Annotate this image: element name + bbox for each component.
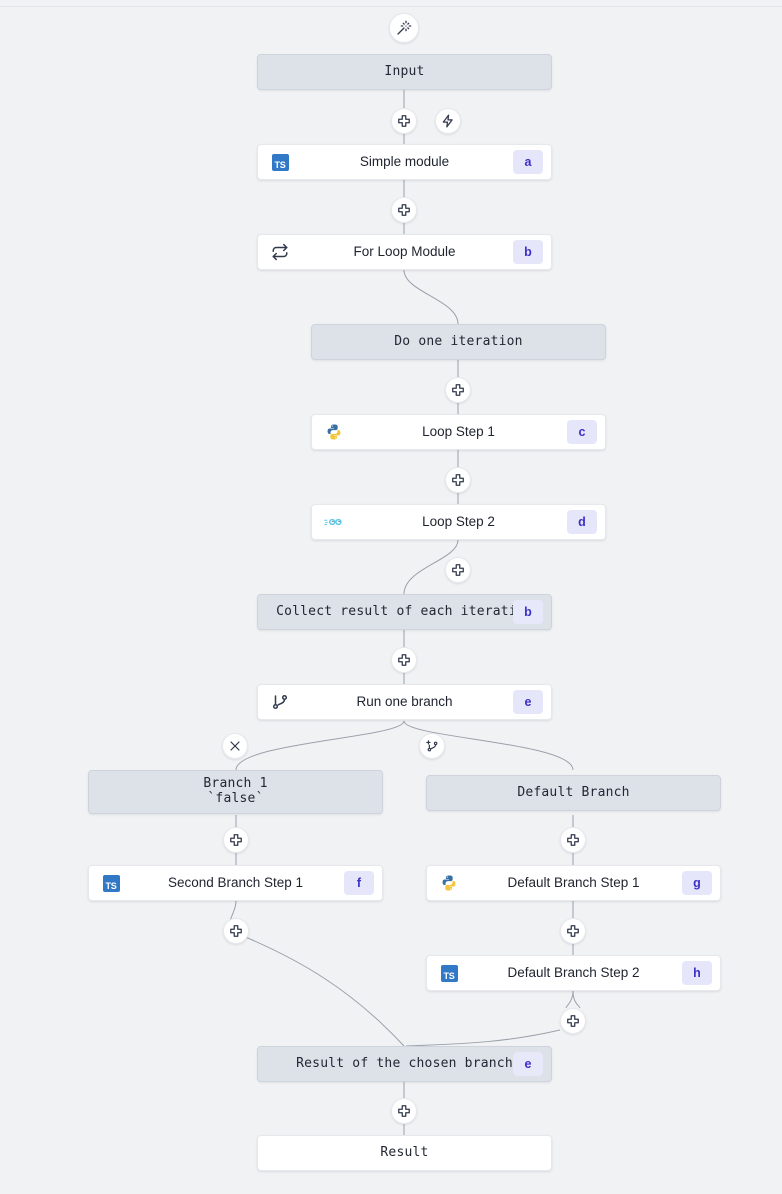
plus-icon: [230, 925, 242, 937]
add-step-button-after-do-one-iteration[interactable]: [445, 377, 471, 403]
magic-wand-button[interactable]: [389, 13, 419, 43]
node-default-branch-label: Default Branch: [517, 784, 630, 800]
plus-icon: [398, 115, 410, 127]
python-icon: [439, 873, 459, 893]
node-run-one-branch[interactable]: Run one branch e: [257, 684, 552, 720]
node-collect-result[interactable]: Collect result of each iteration b: [257, 594, 552, 630]
node-run-one-branch-label: Run one branch: [356, 694, 453, 710]
node-simple-module[interactable]: TS Simple module a: [257, 144, 552, 180]
delete-branch-button[interactable]: [222, 733, 248, 759]
plus-icon: [452, 564, 464, 576]
add-step-button-after-input[interactable]: [391, 108, 417, 134]
add-branch-button[interactable]: [419, 733, 445, 759]
node-default-branch-step-1-label: Default Branch Step 1: [507, 875, 640, 891]
typescript-icon: TS: [439, 963, 459, 983]
node-default-branch-step-2-label: Default Branch Step 2: [507, 965, 640, 981]
node-result-of-chosen-branch[interactable]: Result of the chosen branch e: [257, 1046, 552, 1082]
node-result-of-chosen-branch-label: Result of the chosen branch: [296, 1055, 513, 1071]
add-step-button-after-collect-result[interactable]: [391, 647, 417, 673]
node-input[interactable]: Input: [257, 54, 552, 90]
node-collect-result-badge: b: [513, 600, 543, 624]
plus-icon: [230, 834, 242, 846]
node-default-branch[interactable]: Default Branch: [426, 775, 721, 811]
node-branch-1-label: Branch 1 `false`: [203, 776, 268, 806]
zap-icon: [442, 114, 453, 128]
node-result[interactable]: Result: [257, 1135, 552, 1171]
plus-icon: [398, 1105, 410, 1117]
plus-icon: [567, 1015, 579, 1027]
node-for-loop-module-label: For Loop Module: [353, 244, 456, 260]
top-divider: [0, 6, 782, 7]
magic-wand-icon: [397, 20, 412, 35]
loop-icon: [270, 242, 290, 262]
node-loop-step-2[interactable]: Loop Step 2 d: [311, 504, 606, 540]
add-step-button-after-default-branch[interactable]: [560, 827, 586, 853]
plus-icon: [452, 384, 464, 396]
add-step-button-after-default-branch-step-2[interactable]: [560, 1008, 586, 1034]
node-default-branch-step-2-badge: h: [682, 961, 712, 985]
add-step-button-after-loop-step-1[interactable]: [445, 467, 471, 493]
node-branch-1[interactable]: Branch 1 `false`: [88, 770, 383, 814]
node-input-label: Input: [384, 63, 425, 79]
plus-icon: [567, 834, 579, 846]
node-do-one-iteration-label: Do one iteration: [394, 333, 523, 349]
node-result-of-chosen-branch-badge: e: [513, 1052, 543, 1076]
node-default-branch-step-1-badge: g: [682, 871, 712, 895]
add-trigger-button[interactable]: [435, 108, 461, 134]
close-icon: [230, 741, 240, 751]
node-default-branch-step-2[interactable]: TS Default Branch Step 2 h: [426, 955, 721, 991]
node-for-loop-module-badge: b: [513, 240, 543, 264]
node-loop-step-2-badge: d: [567, 510, 597, 534]
node-loop-step-1[interactable]: Loop Step 1 c: [311, 414, 606, 450]
node-loop-step-1-label: Loop Step 1: [422, 424, 495, 440]
plus-icon: [567, 925, 579, 937]
branch-icon: [270, 692, 290, 712]
node-default-branch-step-1[interactable]: Default Branch Step 1 g: [426, 865, 721, 901]
node-run-one-branch-badge: e: [513, 690, 543, 714]
node-second-branch-step-1[interactable]: TS Second Branch Step 1 f: [88, 865, 383, 901]
python-icon: [324, 422, 344, 442]
add-step-button-after-result-of-chosen-branch[interactable]: [391, 1098, 417, 1124]
node-result-label: Result: [380, 1144, 429, 1160]
node-loop-step-2-label: Loop Step 2: [422, 514, 495, 530]
plus-icon: [398, 204, 410, 216]
node-second-branch-step-1-label: Second Branch Step 1: [167, 875, 304, 891]
plus-icon: [452, 474, 464, 486]
node-simple-module-badge: a: [513, 150, 543, 174]
add-step-button-after-simple-module[interactable]: [391, 197, 417, 223]
add-branch-icon: [425, 739, 437, 751]
go-icon: [324, 512, 344, 532]
add-step-button-after-second-branch-step-1[interactable]: [223, 918, 249, 944]
typescript-icon: TS: [101, 873, 121, 893]
add-step-button-after-loop-step-2[interactable]: [445, 557, 471, 583]
typescript-icon: TS: [270, 152, 290, 172]
add-step-button-after-default-branch-step-1[interactable]: [560, 918, 586, 944]
node-second-branch-step-1-badge: f: [344, 871, 374, 895]
plus-icon: [398, 654, 410, 666]
node-loop-step-1-badge: c: [567, 420, 597, 444]
node-for-loop-module[interactable]: For Loop Module b: [257, 234, 552, 270]
add-step-button-after-branch-1[interactable]: [223, 827, 249, 853]
node-simple-module-label: Simple module: [359, 154, 450, 170]
node-collect-result-label: Collect result of each iteration: [276, 603, 533, 619]
node-do-one-iteration[interactable]: Do one iteration: [311, 324, 606, 360]
